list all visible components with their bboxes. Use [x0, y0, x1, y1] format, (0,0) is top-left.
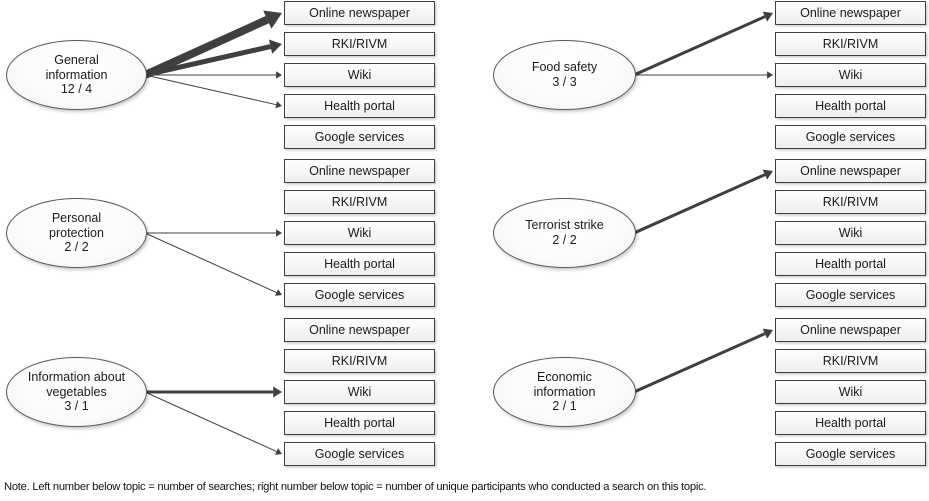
topic-name: Food safety — [531, 60, 598, 75]
footnote: Note. Left number below topic = number o… — [4, 481, 707, 493]
arrow-general-information-to-online-newspaper — [143, 10, 282, 79]
source-box-label: RKI/RIVM — [331, 37, 388, 51]
source-box-wiki[interactable]: Wiki — [284, 221, 435, 245]
source-box-online-newspaper[interactable]: Online newspaper — [284, 159, 435, 183]
source-box-label: Health portal — [815, 99, 886, 113]
source-box-label: RKI/RIVM — [822, 37, 879, 51]
source-box-rki-rivm[interactable]: RKI/RIVM — [284, 32, 435, 56]
source-box-label: Wiki — [838, 385, 863, 399]
source-box-label: Wiki — [347, 226, 372, 240]
arrow-food-safety-to-online-newspaper — [633, 11, 773, 77]
source-box-label: Online newspaper — [309, 164, 410, 178]
source-box-google-services[interactable]: Google services — [284, 442, 435, 466]
source-box-rki-rivm[interactable]: RKI/RIVM — [284, 190, 435, 214]
arrow-general-information-to-rki-rivm — [144, 39, 282, 78]
source-box-label: Wiki — [347, 385, 372, 399]
source-box-label: Google services — [805, 288, 896, 302]
topic-counts: 3 / 3 — [552, 75, 577, 89]
source-box-rki-rivm[interactable]: RKI/RIVM — [775, 32, 926, 56]
topic-name: Economic information — [533, 369, 596, 399]
arrow-terrorist-strike-to-online-newspaper — [633, 169, 773, 235]
source-box-label: Online newspaper — [800, 164, 901, 178]
source-box-label: RKI/RIVM — [822, 354, 879, 368]
arrow-food-safety-to-wiki — [634, 71, 773, 79]
source-box-health-portal[interactable]: Health portal — [284, 411, 435, 435]
source-box-label: Health portal — [815, 257, 886, 271]
source-box-label: Online newspaper — [800, 6, 901, 20]
source-box-label: Google services — [805, 130, 896, 144]
arrow-general-information-to-health-portal — [144, 74, 282, 109]
source-box-label: Online newspaper — [309, 323, 410, 337]
source-box-label: Health portal — [324, 416, 395, 430]
source-box-health-portal[interactable]: Health portal — [775, 94, 926, 118]
source-box-online-newspaper[interactable]: Online newspaper — [775, 1, 926, 25]
source-box-wiki[interactable]: Wiki — [775, 63, 926, 87]
source-box-health-portal[interactable]: Health portal — [775, 252, 926, 276]
source-box-label: Google services — [314, 130, 405, 144]
source-box-wiki[interactable]: Wiki — [284, 63, 435, 87]
source-box-rki-rivm[interactable]: RKI/RIVM — [775, 349, 926, 373]
topic-name: Personal protection — [49, 210, 104, 240]
topic-counts: 12 / 4 — [60, 82, 93, 97]
arrow-economic-information-to-online-newspaper — [633, 328, 773, 394]
source-box-label: Health portal — [324, 257, 395, 271]
source-box-health-portal[interactable]: Health portal — [775, 411, 926, 435]
topic-name: Terrorist strike — [525, 218, 604, 233]
source-box-label: RKI/RIVM — [822, 195, 879, 209]
source-box-rki-rivm[interactable]: RKI/RIVM — [775, 190, 926, 214]
topic-counts: 2 / 2 — [552, 233, 577, 247]
source-box-label: Wiki — [838, 226, 863, 240]
source-box-google-services[interactable]: Google services — [775, 283, 926, 307]
arrow-information-about-vegetables-to-google-services — [144, 391, 282, 455]
source-box-health-portal[interactable]: Health portal — [284, 94, 435, 118]
source-box-wiki[interactable]: Wiki — [775, 380, 926, 404]
source-box-label: Wiki — [838, 68, 863, 82]
source-box-label: RKI/RIVM — [331, 195, 388, 209]
arrow-general-information-to-wiki — [145, 71, 282, 79]
source-box-online-newspaper[interactable]: Online newspaper — [284, 318, 435, 342]
source-box-online-newspaper[interactable]: Online newspaper — [284, 1, 435, 25]
source-box-label: Wiki — [347, 68, 372, 82]
source-box-rki-rivm[interactable]: RKI/RIVM — [284, 349, 435, 373]
source-box-online-newspaper[interactable]: Online newspaper — [775, 318, 926, 342]
source-box-google-services[interactable]: Google services — [775, 125, 926, 149]
arrow-personal-protection-to-google-services — [144, 232, 282, 296]
topic-counts: 3 / 1 — [64, 399, 89, 414]
source-box-wiki[interactable]: Wiki — [284, 380, 435, 404]
topic-counts: 2 / 1 — [552, 399, 577, 414]
source-box-wiki[interactable]: Wiki — [775, 221, 926, 245]
source-box-online-newspaper[interactable]: Online newspaper — [775, 159, 926, 183]
source-box-label: Online newspaper — [309, 6, 410, 20]
source-box-label: Health portal — [324, 99, 395, 113]
source-box-label: Google services — [805, 447, 896, 461]
arrow-information-about-vegetables-to-wiki — [145, 386, 282, 398]
arrow-personal-protection-to-wiki — [145, 229, 282, 237]
source-box-google-services[interactable]: Google services — [775, 442, 926, 466]
source-box-label: Google services — [314, 447, 405, 461]
source-box-label: RKI/RIVM — [331, 354, 388, 368]
source-box-label: Online newspaper — [800, 323, 901, 337]
topic-counts: 2 / 2 — [64, 240, 89, 255]
topic-name: General information — [45, 52, 108, 82]
source-box-label: Health portal — [815, 416, 886, 430]
source-box-label: Google services — [314, 288, 405, 302]
source-box-health-portal[interactable]: Health portal — [284, 252, 435, 276]
source-box-google-services[interactable]: Google services — [284, 283, 435, 307]
source-box-google-services[interactable]: Google services — [284, 125, 435, 149]
topic-name: Information about vegetables — [27, 369, 126, 399]
